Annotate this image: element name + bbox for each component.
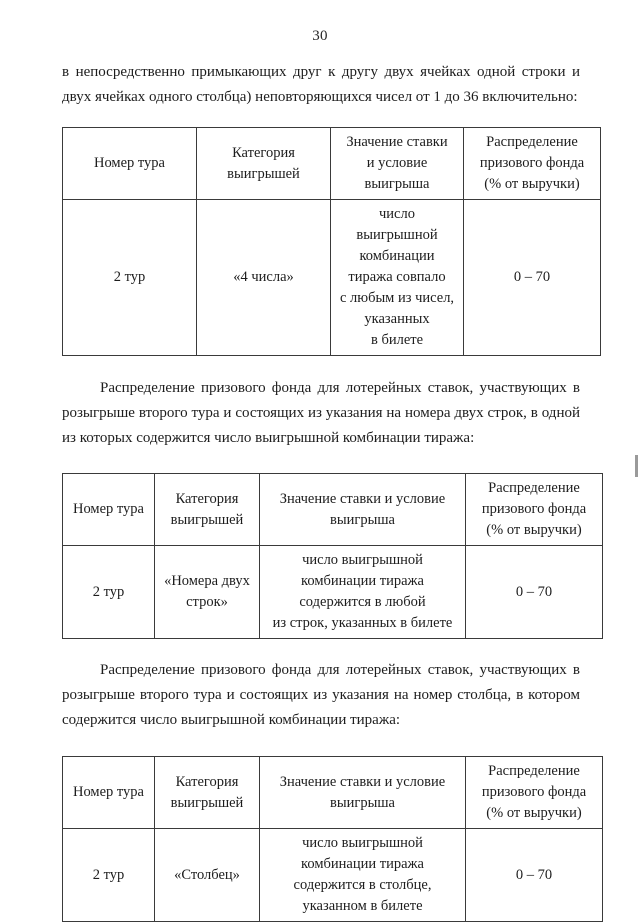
cell-line: в билете (370, 332, 424, 348)
header-line: (% от выручки) (486, 522, 582, 538)
column-header-condition: Значение ставки и условие выигрыша (259, 473, 466, 546)
header-line: Категория (175, 773, 239, 790)
cell-round: 2 тур (62, 828, 155, 922)
table-round2-column: Номер тура Категория выигрышей Значение … (62, 756, 603, 922)
cell-line: «4 числа» (233, 269, 294, 285)
cell-prize: 0 – 70 (463, 199, 601, 356)
header-line: выигрышей (227, 165, 300, 182)
header-line: выигрыша (330, 794, 395, 811)
spacer (62, 639, 580, 658)
cell-round: 2 тур (62, 199, 197, 356)
header-line: призового фонда (481, 784, 587, 800)
column-header-round: Номер тура (62, 127, 197, 200)
column-header-category: Категория выигрышей (196, 127, 331, 200)
header-line: (% от выручки) (486, 805, 582, 821)
header-line: выигрышей (170, 794, 244, 811)
column-header-category: Категория выигрышей (154, 756, 260, 829)
cell-line: с любым из чисел, (339, 290, 455, 306)
header-line: Распределение (488, 480, 580, 496)
column-header-condition: Значение ставки и условие выигрыша (259, 756, 466, 829)
cell-category: «Столбец» (154, 828, 260, 922)
cell-prize: 0 – 70 (465, 828, 603, 922)
spacer (62, 451, 580, 473)
header-line: Номер тура (93, 155, 165, 171)
table-header-row: Номер тура Категория выигрышей Значение … (62, 473, 603, 546)
cell-category: «Номера двух строк» (154, 545, 260, 639)
header-line: Значение ставки (346, 134, 448, 150)
header-line: Категория (175, 490, 239, 507)
page-number: 30 (312, 28, 328, 44)
header-line: выигрыша (330, 511, 395, 528)
cell-prize: 0 – 70 (465, 545, 603, 639)
header-line: призового фонда (481, 501, 587, 517)
cell-line: указанных (364, 311, 430, 327)
paragraph-intro: в непосредственно примыкающих друг к дру… (62, 64, 580, 105)
cell-line: указанном в билете (302, 898, 423, 914)
header-line: Распределение (488, 763, 580, 779)
page-content: в непосредственно примыкающих друг к дру… (62, 60, 603, 922)
cell-line: 0 – 70 (515, 866, 553, 883)
table-row: 2 тур «Столбец» число выигрышной комбина… (62, 828, 603, 922)
header-line: Номер тура (72, 501, 144, 517)
column-header-round: Номер тура (62, 473, 155, 546)
cell-line: комбинации тиража (301, 856, 424, 872)
cell-line: выигрышной (356, 227, 438, 243)
cell-line: тиража совпало (348, 269, 446, 285)
header-line: Значение ставки и условие (279, 490, 446, 507)
cell-line: 2 тур (92, 866, 125, 883)
header-line: Распределение (486, 134, 578, 150)
header-line: Номер тура (72, 784, 144, 800)
cell-line: 0 – 70 (515, 583, 553, 600)
cell-condition: число выигрышной комбинации тиража содер… (259, 545, 466, 639)
column-header-prize: Распределение призового фонда (% от выру… (465, 473, 603, 546)
paragraph-before-table2: Распределение призового фонда для лотере… (62, 380, 580, 446)
table-header-row: Номер тура Категория выигрышей Значение … (62, 756, 603, 829)
table-header-row: Номер тура Категория выигрышей Значение … (62, 127, 601, 200)
cell-condition: число выигрышной комбинации тиража совпа… (330, 199, 464, 356)
spacer (62, 356, 580, 376)
column-header-condition: Значение ставки и условие выигрыша (330, 127, 464, 200)
cell-line: «Номера двух (164, 573, 250, 589)
column-header-category: Категория выигрышей (154, 473, 260, 546)
column-header-round: Номер тура (62, 756, 155, 829)
cell-line: число выигрышной (302, 552, 423, 568)
scan-edge-artifact (635, 455, 638, 477)
header-line: выигрышей (170, 511, 244, 528)
cell-category: «4 числа» (196, 199, 331, 356)
paragraph-before-table3: Распределение призового фонда для лотере… (62, 662, 580, 728)
cell-line: число (379, 206, 415, 222)
cell-line: строк» (186, 594, 228, 610)
table-round2-two-rows: Номер тура Категория выигрышей Значение … (62, 473, 603, 639)
cell-condition: число выигрышной комбинации тиража содер… (259, 828, 466, 922)
table-row: 2 тур «Номера двух строк» число выигрышн… (62, 545, 603, 639)
cell-line: содержится в столбце, (293, 877, 432, 893)
cell-line: «Столбец» (174, 866, 240, 883)
header-line: (% от выручки) (484, 176, 580, 192)
header-line: и условие (366, 155, 428, 171)
cell-line: комбинации тиража (301, 573, 424, 589)
cell-line: содержится в любой (299, 594, 426, 610)
column-header-prize: Распределение призового фонда (% от выру… (465, 756, 603, 829)
column-header-prize: Распределение призового фонда (% от выру… (463, 127, 601, 200)
cell-line: из строк, указанных в билете (272, 615, 453, 631)
table-row: 2 тур «4 числа» число выигрышной комбина… (62, 199, 601, 356)
header-line: Значение ставки и условие (279, 773, 446, 790)
table-round2-four-numbers: Номер тура Категория выигрышей Значение … (62, 127, 601, 356)
cell-line: число выигрышной (302, 835, 423, 851)
cell-round: 2 тур (62, 545, 155, 639)
cell-line: 2 тур (113, 269, 146, 285)
spacer (62, 110, 580, 127)
header-line: Категория (232, 144, 295, 161)
cell-line: 0 – 70 (513, 269, 551, 285)
header-line: призового фонда (479, 155, 585, 171)
cell-line: 2 тур (92, 583, 125, 600)
spacer (62, 733, 580, 756)
header-line: выигрыша (364, 176, 430, 192)
cell-line: комбинации (359, 248, 435, 264)
